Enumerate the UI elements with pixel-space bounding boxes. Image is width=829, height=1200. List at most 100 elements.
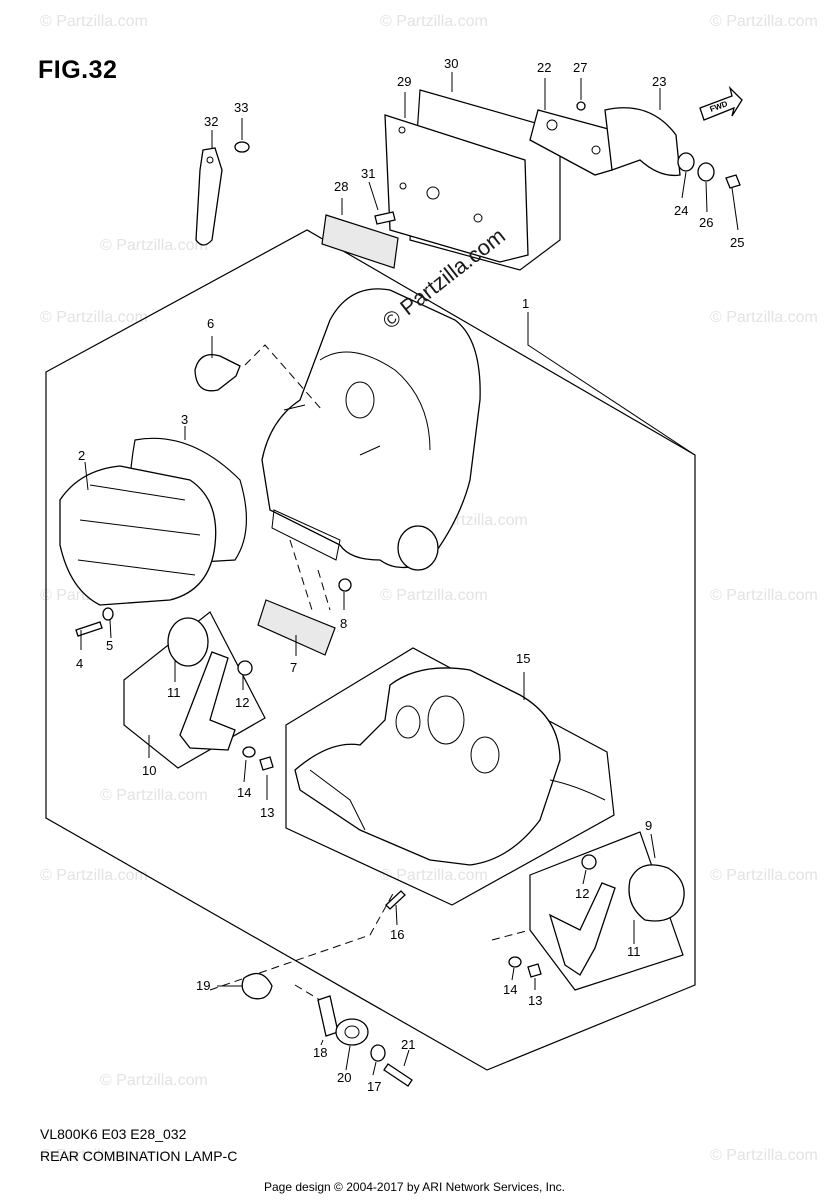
callout-numbers: 1 2 3 4 5 6 7 8 9 10 11 11 12 12 13 13 1… — [76, 56, 744, 1094]
outline-9 — [529, 831, 684, 991]
footer-copyright: Page design © 2004-2017 by ARI Network S… — [263, 1180, 565, 1194]
screw-31 — [374, 211, 396, 225]
screw-16 — [385, 890, 406, 910]
callout-24: 24 — [674, 203, 688, 218]
stay-right — [548, 882, 616, 976]
watermark-tile: © Partzilla.com — [100, 1072, 208, 1089]
watermark-tile: © Partzilla.com — [40, 309, 148, 326]
watermark-tile: © Partzilla.com — [380, 13, 488, 30]
callout-30: 30 — [444, 56, 458, 71]
callout-9: 9 — [645, 818, 652, 833]
callout-25: 25 — [730, 235, 744, 250]
callout-14-right: 14 — [503, 982, 517, 997]
bolt-13a — [259, 756, 274, 771]
watermark-tile: © Partzilla.com — [40, 867, 148, 884]
callout-33: 33 — [234, 100, 248, 115]
bulb-6 — [194, 353, 241, 392]
callout-7: 7 — [290, 660, 297, 675]
base-plate-group — [285, 647, 615, 906]
washer-14b — [508, 956, 522, 968]
watermark-tile: © Partzilla.com — [710, 309, 818, 326]
collar-18 — [317, 995, 339, 1037]
nut-8 — [338, 578, 352, 592]
callout-13-right: 13 — [528, 993, 542, 1008]
callout-29: 29 — [397, 74, 411, 89]
watermark-tile: © Partzilla.com — [100, 237, 208, 254]
reflector-7 — [257, 599, 336, 656]
callout-28: 28 — [334, 179, 348, 194]
watermark-tile: © Partzilla.com — [40, 1147, 148, 1164]
callout-11-right: 11 — [627, 944, 641, 959]
callout-32: 32 — [204, 114, 218, 129]
callout-27: 27 — [573, 60, 587, 75]
lamp-housing-group — [59, 288, 481, 656]
watermark-tile: © Partzilla.com — [710, 13, 818, 30]
plate-bracket-29 — [384, 114, 529, 263]
callout-19: 19 — [196, 978, 210, 993]
callout-21: 21 — [401, 1037, 415, 1052]
base-plate-15 — [294, 667, 561, 866]
washer-5 — [102, 607, 114, 621]
outline-15 — [285, 647, 615, 906]
diagram-name: REAR COMBINATION LAMP-C — [40, 1148, 238, 1164]
callout-23: 23 — [652, 74, 666, 89]
grommet-19 — [241, 972, 273, 1000]
screw-4 — [75, 621, 103, 637]
bolt-13b — [527, 963, 542, 978]
nut-24 — [677, 152, 695, 172]
figure-label: FIG.32 — [38, 56, 118, 84]
callout-17: 17 — [367, 1079, 381, 1094]
watermark-tile: © Partzilla.com — [710, 587, 818, 604]
callout-5: 5 — [106, 638, 113, 653]
callout-6: 6 — [207, 316, 214, 331]
nut-12b — [581, 854, 597, 870]
assembly-outline — [45, 229, 696, 1071]
housing-1 — [261, 288, 481, 569]
callout-2: 2 — [78, 448, 85, 463]
watermark-tile: © Partzilla.com — [100, 787, 208, 804]
watermark-tile: © Partzilla.com — [380, 587, 488, 604]
washer-33 — [234, 141, 250, 153]
damper-20 — [335, 1018, 369, 1046]
lower-hardware-group — [209, 889, 413, 1087]
callout-31: 31 — [361, 166, 375, 181]
callout-11-left: 11 — [167, 685, 181, 700]
callout-16: 16 — [390, 927, 404, 942]
reflector-28 — [321, 214, 399, 269]
callout-12-right: 12 — [575, 886, 589, 901]
bolt-21 — [383, 1063, 413, 1087]
callout-4: 4 — [76, 656, 83, 671]
washer-14a — [242, 746, 256, 758]
lens-11b — [628, 864, 685, 922]
watermark-tile: © Partzilla.com — [710, 867, 818, 884]
strap-32 — [195, 147, 223, 246]
callout-13-left: 13 — [260, 805, 274, 820]
callout-8: 8 — [340, 616, 347, 631]
leader-lines — [80, 72, 739, 1076]
callout-18: 18 — [313, 1045, 327, 1060]
model-code: VL800K6 E03 E28_032 — [40, 1126, 187, 1142]
watermark-tile: © Partzilla.com — [40, 13, 148, 30]
screw-25 — [725, 174, 741, 189]
stay-left — [179, 651, 236, 751]
callout-3: 3 — [181, 412, 188, 427]
callout-10: 10 — [142, 763, 156, 778]
callout-26: 26 — [699, 215, 713, 230]
callout-1: 1 — [522, 296, 529, 311]
lens-11a — [167, 617, 209, 667]
watermark-tile: © Partzilla.com — [710, 1147, 818, 1164]
license-plate-bracket-group: FWD — [195, 85, 743, 271]
turn-signal-left-group — [123, 611, 274, 771]
callout-15: 15 — [516, 651, 530, 666]
washer-17 — [370, 1044, 386, 1062]
lens-2 — [59, 465, 217, 606]
bolt-27 — [576, 101, 586, 111]
callout-22: 22 — [537, 60, 551, 75]
washer-26 — [697, 162, 715, 182]
bracket-22 — [529, 109, 613, 176]
callout-14-left: 14 — [237, 785, 251, 800]
turn-signal-right-group — [491, 831, 685, 991]
watermark-tile: © Partzilla.com — [380, 867, 488, 884]
callout-20: 20 — [337, 1070, 351, 1085]
